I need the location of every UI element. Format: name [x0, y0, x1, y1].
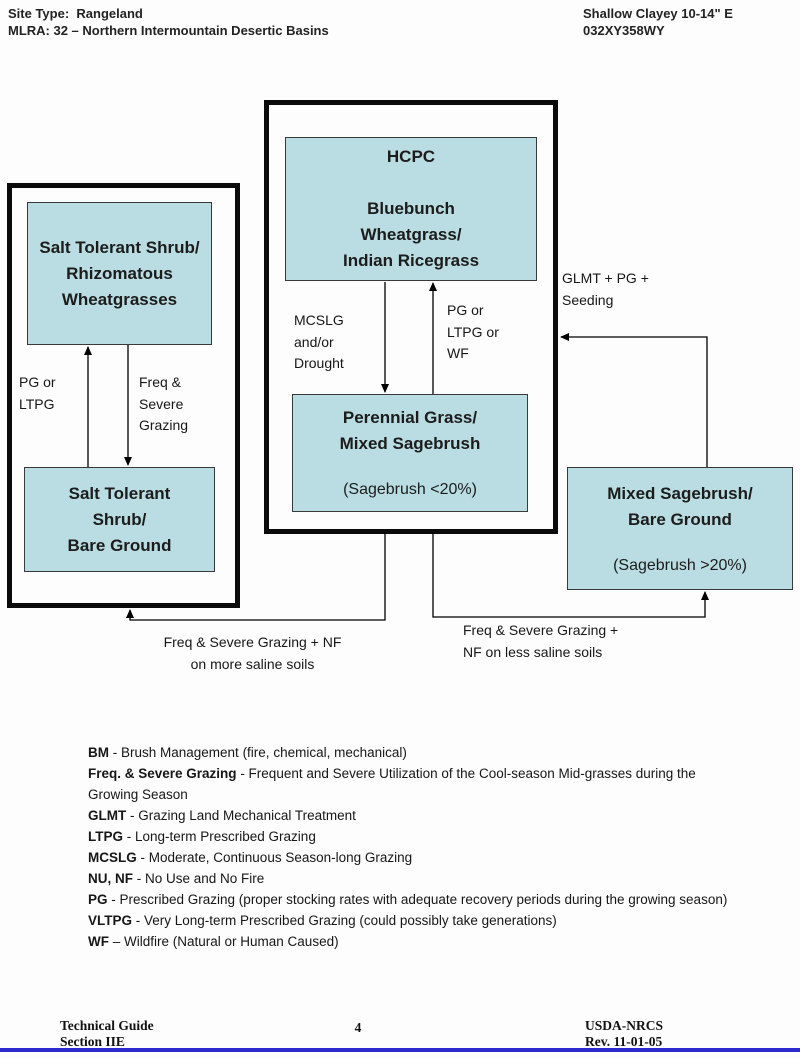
- state-box-perennial-sublabel: (Sagebrush <20%): [343, 481, 477, 498]
- legend-desc: - Long-term Prescribed Grazing: [123, 829, 316, 844]
- legend-term: Freq. & Severe Grazing: [88, 766, 237, 781]
- mlra-header: MLRA: 32 – Northern Intermountain Desert…: [8, 23, 329, 38]
- arrow-glmt-seeding-left: [560, 333, 708, 467]
- legend-desc: – Wildfire (Natural or Human Caused): [109, 934, 339, 949]
- legend-term: BM: [88, 745, 109, 760]
- state-box-salt-shrub-wheatgrasses-label: Salt Tolerant Shrub/ Rhizomatous Wheatgr…: [39, 237, 200, 309]
- state-box-salt-shrub-wheatgrasses: Salt Tolerant Shrub/ Rhizomatous Wheatgr…: [27, 202, 212, 345]
- site-name-header: Shallow Clayey 10-14" E: [583, 6, 733, 21]
- legend-item: LTPG - Long-term Prescribed Grazing: [88, 826, 744, 847]
- legend-desc: - No Use and No Fire: [133, 871, 265, 886]
- state-box-mixed-sagebrush-bare-ground: Mixed Sagebrush/ Bare Ground (Sagebrush …: [567, 467, 793, 590]
- reference-state-group-box: [264, 100, 558, 534]
- legend-desc: - Frequent and Severe Utilization of the…: [88, 766, 696, 802]
- legend-term: MCSLG: [88, 850, 137, 865]
- transition-label-pg-or-ltpg: PG or LTPG: [19, 374, 56, 412]
- legend-item: NU, NF - No Use and No Fire: [88, 868, 744, 889]
- legend-desc: - Very Long-term Prescribed Grazing (cou…: [132, 913, 557, 928]
- state-box-salt-shrub-bare-ground-label: Salt Tolerant Shrub/ Bare Ground: [67, 483, 172, 555]
- legend-term: VLTPG: [88, 913, 133, 928]
- footer-technical-guide: Technical Guide Section IIE: [60, 1018, 154, 1049]
- legend-desc: - Grazing Land Mechanical Treatment: [126, 808, 356, 823]
- legend-term: LTPG: [88, 829, 123, 844]
- legend-term: PG: [88, 892, 108, 907]
- footer-blue-rule: [0, 1048, 800, 1052]
- footer-usda-nrcs: USDA-NRCS Rev. 11-01-05: [585, 1018, 664, 1049]
- transition-label-freq-severe-grazing: Freq & Severe Grazing: [139, 374, 189, 433]
- legend-term: WF: [88, 934, 109, 949]
- legend-item: WF – Wildfire (Natural or Human Caused): [88, 931, 744, 952]
- legend-item: MCSLG - Moderate, Continuous Season-long…: [88, 847, 744, 868]
- transition-label-mcslg-drought: MCSLG and/or Drought: [294, 312, 344, 371]
- transition-label-less-saline-soils: Freq & Severe Grazing + NF on less salin…: [463, 622, 619, 660]
- salt-tolerant-state-group-box: [7, 183, 240, 608]
- legend-item: PG - Prescribed Grazing (proper stocking…: [88, 889, 744, 910]
- state-box-mixed-sagebrush-sublabel: (Sagebrush >20%): [613, 556, 747, 574]
- legend-desc: - Prescribed Grazing (proper stocking ra…: [107, 892, 728, 907]
- legend-desc: - Brush Management (fire, chemical, mech…: [109, 745, 407, 760]
- state-box-mixed-sagebrush-label: Mixed Sagebrush/ Bare Ground: [607, 483, 753, 529]
- transition-label-glmt-pg-seeding: GLMT + PG + Seeding: [562, 270, 649, 308]
- state-box-perennial-label: Perennial Grass/ Mixed Sagebrush: [339, 408, 481, 453]
- state-box-perennial-grass-mixed-sagebrush: Perennial Grass/ Mixed Sagebrush (Sagebr…: [292, 394, 528, 512]
- legend-item: BM - Brush Management (fire, chemical, m…: [88, 742, 744, 763]
- state-box-salt-shrub-bare-ground: Salt Tolerant Shrub/ Bare Ground: [24, 467, 215, 572]
- legend-item: GLMT - Grazing Land Mechanical Treatment: [88, 805, 744, 826]
- legend-term: NU, NF: [88, 871, 133, 886]
- legend-desc: - Moderate, Continuous Season-long Grazi…: [136, 850, 413, 865]
- abbreviation-legend: BM - Brush Management (fire, chemical, m…: [88, 742, 744, 952]
- legend-item: VLTPG - Very Long-term Prescribed Grazin…: [88, 910, 744, 931]
- legend-term: GLMT: [88, 808, 127, 823]
- footer-page-number: 4: [354, 1020, 362, 1035]
- legend-item: Freq. & Severe Grazing - Frequent and Se…: [88, 763, 744, 805]
- state-box-hcpc-label: HCPC Bluebunch Wheatgrass/ Indian Ricegr…: [342, 147, 480, 270]
- site-id-header: 032XY358WY: [583, 23, 665, 38]
- state-box-hcpc: HCPC Bluebunch Wheatgrass/ Indian Ricegr…: [285, 137, 537, 281]
- site-type-header: Site Type: Rangeland: [8, 6, 143, 21]
- transition-label-pg-ltpg-wf: PG or LTPG or WF: [447, 302, 499, 361]
- transition-label-more-saline-soils: Freq & Severe Grazing + NF on more salin…: [163, 634, 342, 672]
